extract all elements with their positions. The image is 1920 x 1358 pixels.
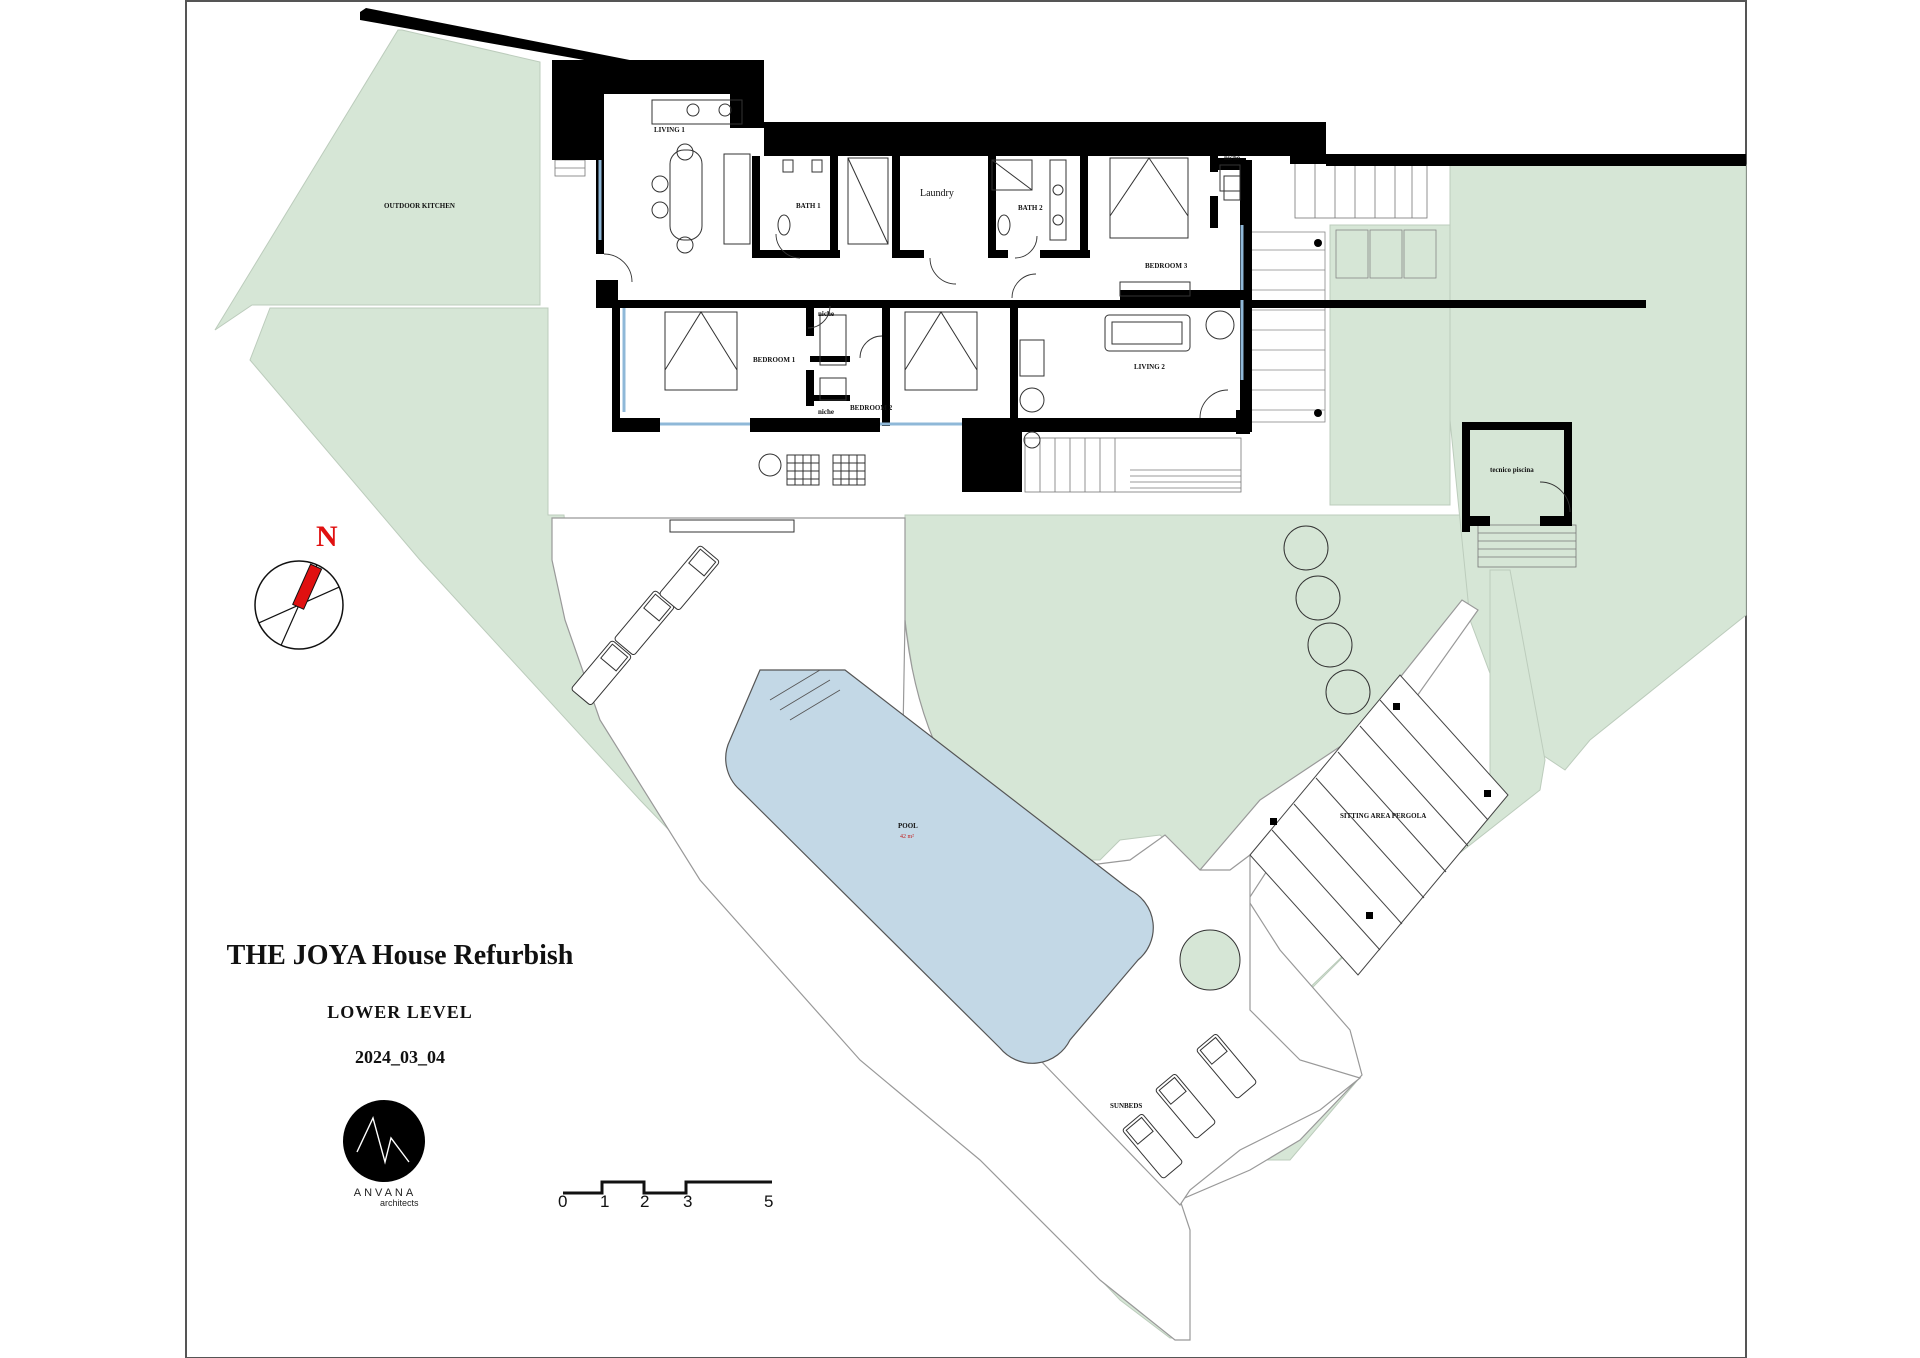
stair-tecnico (1477, 524, 1577, 568)
sunbeds-group (571, 545, 1257, 1179)
label-niche3: niche (818, 408, 834, 416)
level-label: LOWER LEVEL (327, 1002, 473, 1022)
label-bedroom1: BEDROOM 1 (753, 356, 796, 364)
scale-tick-5: 5 (764, 1192, 774, 1211)
label-bath1: BATH 1 (796, 202, 821, 210)
scale-tick-2: 2 (640, 1192, 650, 1211)
pool (725, 669, 1154, 1064)
label-pool-area: 42 m² (900, 834, 914, 840)
pool-steps (769, 669, 841, 721)
garden-side-lawn (1329, 224, 1451, 506)
house-footprint (552, 60, 1325, 484)
label-laundry: Laundry (920, 188, 954, 199)
sofa (1104, 314, 1191, 352)
label-living1: LIVING 1 (654, 126, 685, 134)
logo-sub: architects (380, 1198, 419, 1208)
label-bedroom3: BEDROOM 3 (1145, 262, 1188, 270)
pergola-posts (1270, 239, 1491, 919)
label-niche1: niche (1224, 154, 1240, 162)
drawing-date: 2024_03_04 (355, 1047, 445, 1067)
sitting-pergola (1249, 674, 1509, 976)
drawing-frame (185, 0, 1747, 1358)
round-planters (1179, 525, 1371, 991)
dining-table (669, 149, 703, 241)
glazing (598, 160, 1244, 426)
logo-name: ANVANA (353, 1187, 417, 1199)
anvana-logo (343, 1100, 425, 1182)
garden-top-left (214, 29, 541, 331)
pergola-deck (1249, 229, 1437, 423)
label-pool: POOL (898, 822, 918, 830)
scale-tick-0: 0 (558, 1192, 568, 1211)
scale-tick-3: 3 (683, 1192, 693, 1211)
label-bath2: BATH 2 (1018, 204, 1043, 212)
walls (360, 8, 1746, 532)
label-tecnico-piscina: tecnico piscina (1490, 466, 1534, 474)
label-bedroom2: BEDROOM 2 (850, 404, 893, 412)
scale-tick-1: 1 (600, 1192, 610, 1211)
label-outdoor-kitchen: OUTDOOR KITCHEN (384, 202, 455, 210)
scale-bar (563, 1180, 772, 1195)
label-pergola: SITTING AREA PERGOLA (1340, 812, 1426, 820)
doors (603, 233, 1571, 513)
label-niche2: niche (818, 310, 834, 318)
north-arrow (254, 560, 344, 650)
label-sunbeds: SUNBEDS (1110, 1102, 1142, 1110)
stair-main (1024, 437, 1242, 493)
north-label: N (316, 520, 338, 553)
title-block: THE JOYA House Refurbish LOWER LEVEL 202… (190, 940, 610, 1068)
room-labels: LIVING 1 BATH 1 Laundry BATH 2 BEDROOM 3… (384, 126, 1534, 1110)
label-living2: LIVING 2 (1134, 363, 1165, 371)
furniture (651, 99, 1241, 533)
drawing-title: THE JOYA House Refurbish (226, 940, 574, 971)
